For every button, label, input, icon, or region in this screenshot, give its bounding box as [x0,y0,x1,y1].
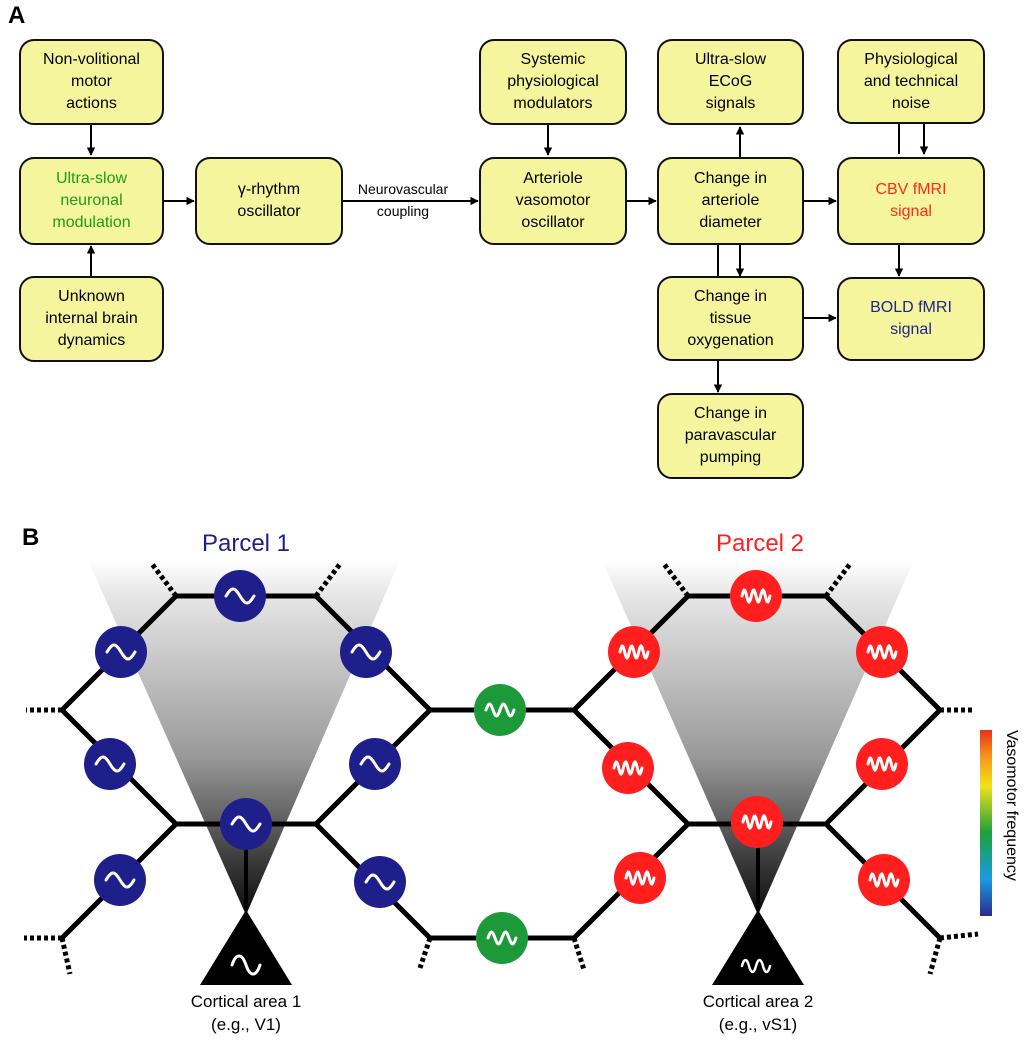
box-physiological-technical-noise: Physiological and technical noise [837,39,985,124]
sine-wave-icon [364,873,396,891]
sine-wave-icon [866,755,898,773]
oscillator-nodes [84,570,910,964]
box-gamma-rhythm-oscillator: γ-rhythm oscillator [195,157,343,245]
sine-wave-icon [624,869,656,887]
box-bold-fmri-signal: BOLD fMRI signal [837,277,985,361]
parcel-1-title: Parcel 1 [201,530,291,557]
sine-wave-icon [94,755,126,773]
box-systemic-modulators: Systemic physiological modulators [479,39,627,125]
vessel-stubs [24,562,979,975]
neuron-cortical-area-1 [200,910,292,985]
neuron-1-wave-icon [230,954,262,976]
sine-wave-icon [486,930,518,946]
colorbar-label: Vasomotor frequency [1003,730,1020,881]
sine-wave-icon [618,643,650,661]
parcel-1-cone [88,560,400,915]
sine-wave-icon [224,587,256,605]
panel-a-letter: A [8,2,26,29]
box-arteriole-vasomotor-oscillator: Arteriole vasomotor oscillator [479,157,627,245]
box-paravascular-pumping: Change in paravascular pumping [657,393,804,479]
label-neurovascular-coupling: Neurovascular coupling [357,181,449,219]
cortical-area-1-label: Cortical area 1 (e.g., V1) [190,992,302,1034]
box-cbv-fmri-signal: CBV fMRI signal [837,157,985,245]
sine-wave-icon [740,587,772,605]
panel-b-letter: B [22,524,40,551]
sine-wave-icon [104,871,136,889]
box-nonvolitional-motor-actions: Non-volitional motor actions [19,39,164,125]
sine-wave-icon [230,815,262,833]
box-ultraslow-neuronal-modulation: Ultra-slow neuronal modulation [19,157,164,245]
sine-wave-icon [359,755,391,773]
parcel-2-cone [602,560,914,915]
sine-wave-icon [741,813,773,831]
parcel-2-title: Parcel 2 [715,530,805,557]
sine-wave-icon [484,702,516,718]
vasomotor-frequency-colorbar [980,730,992,916]
sine-wave-icon [105,643,137,661]
sine-wave-icon [868,871,900,889]
neuron-cortical-area-2 [712,910,804,985]
sine-wave-icon [350,643,382,661]
box-arteriole-diameter: Change in arteriole diameter [657,157,804,245]
box-unknown-internal-dynamics: Unknown internal brain dynamics [19,276,164,362]
sine-wave-icon [612,759,644,777]
cortical-area-2-label: Cortical area 2 (e.g., vS1) [702,992,814,1034]
box-tissue-oxygenation: Change in tissue oxygenation [657,276,804,361]
box-ultraslow-ecog: Ultra-slow ECoG signals [657,39,804,125]
sine-wave-icon [866,643,898,661]
neuron-2-wave-icon [740,958,772,974]
